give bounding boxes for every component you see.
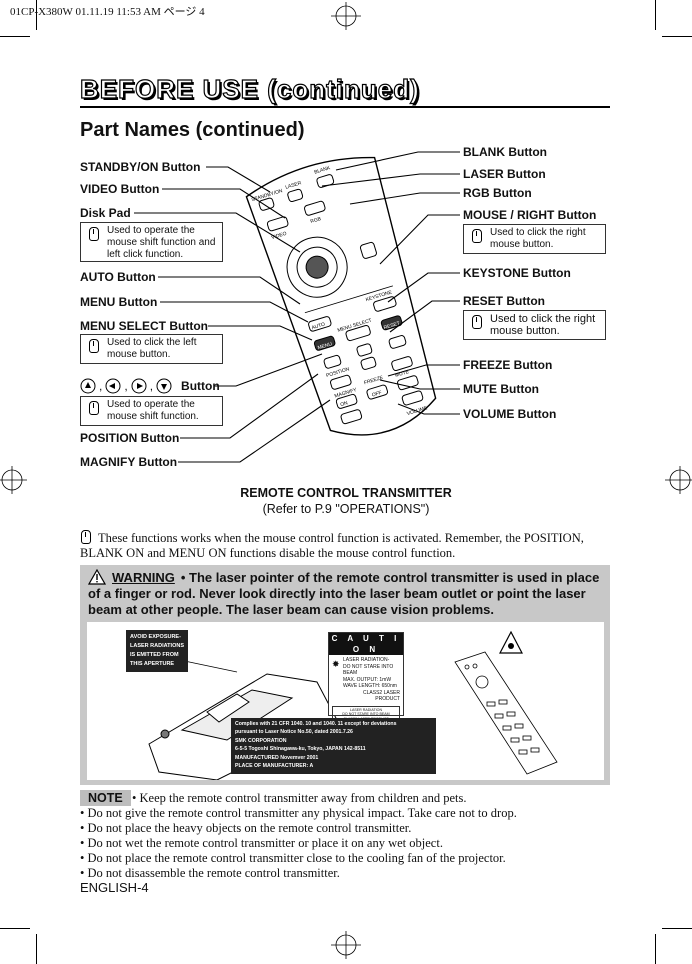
magnify-label: MAGNIFY Button — [80, 455, 178, 469]
mouse-right-label: MOUSE / RIGHT Button — [463, 208, 597, 222]
caution-line-1: LASER RADIATION- — [343, 657, 390, 663]
compliance-line: MANUFACTURED Novemver 2001 — [235, 754, 319, 761]
arrow-button-text: Button — [181, 379, 220, 393]
rgb-label: RGB Button — [463, 186, 532, 200]
reset-note-text: Used to click the right mouse button. — [490, 313, 596, 337]
mouse-right-note: Used to click the right mouse button. — [463, 224, 606, 254]
reset-note: Used to click the right mouse button. — [463, 310, 606, 340]
warning-triangle-icon — [87, 568, 107, 585]
title-rule — [80, 106, 610, 108]
note-first-line: • Keep the remote control transmitter aw… — [132, 791, 467, 805]
left-arrow-icon — [105, 378, 121, 394]
menu-select-note-text: Used to click the left mouse button. — [107, 337, 197, 360]
caution-line-5: CLASS2 LASER PRODUCT — [363, 689, 400, 703]
disk-pad-note: Used to operate the mouse shift function… — [80, 222, 223, 262]
mouse-icon — [81, 530, 91, 544]
key-reset: RESET — [383, 321, 401, 332]
caution-small-line: LASER RADIATION — [349, 707, 383, 712]
note-tag: NOTE — [80, 790, 131, 806]
freeze-label: FREEZE Button — [463, 358, 553, 372]
avoid-exposure-label: AVOID EXPOSURE- LASER RADIATIONS IS EMIT… — [126, 630, 188, 672]
note-bullet: • Do not place the heavy objects on the … — [80, 821, 412, 835]
key-mute: MUTE — [394, 369, 410, 379]
key-off: OFF — [371, 390, 382, 399]
laser-label: LASER Button — [463, 167, 546, 181]
arrow-note: Used to operate the mouse shift function… — [80, 396, 223, 426]
section-title: BEFORE USE (continued) — [79, 73, 420, 104]
arrow-note-text: Used to operate the mouse shift function… — [107, 399, 199, 422]
disk-pad-note-text: Used to operate the mouse shift function… — [107, 225, 216, 260]
right-arrow-icon — [131, 378, 147, 394]
mouse-right-note-text: Used to click the right mouse button. — [490, 227, 586, 250]
caution-line-3: MAX. OUTPUT: 1mW — [343, 676, 392, 683]
laser-burst-icon: ✸ — [332, 659, 340, 669]
mouse-note-paragraph: These functions works when the mouse con… — [80, 530, 610, 561]
mouse-icon — [89, 401, 99, 415]
disk-pad-label: Disk Pad — [80, 206, 131, 220]
note-bullet: • Do not disassemble the remote control … — [80, 866, 340, 880]
mouse-note-text: These functions works when the mouse con… — [80, 531, 584, 560]
menu-select-label: MENU SELECT Button — [80, 319, 208, 333]
mouse-icon — [89, 339, 99, 353]
arrow-buttons-label: , , , Button — [80, 378, 220, 394]
mouse-icon — [89, 227, 99, 241]
compliance-label: Complies with 21 CFR 1040. 10 and 1040. … — [231, 718, 436, 774]
blank-label: BLANK Button — [463, 145, 547, 159]
key-blank: BLANK — [314, 165, 332, 176]
key-menu: MENU — [317, 341, 333, 351]
warning-message: • The laser pointer of the remote contro… — [88, 570, 600, 617]
mute-label: MUTE Button — [463, 382, 539, 396]
standby-on-label: STANDBY/ON Button — [80, 160, 201, 174]
compliance-line: pursuant to Laser Notice No.50, dated 20… — [235, 729, 353, 736]
key-video: VIDEO — [271, 231, 288, 241]
mouse-icon — [472, 229, 482, 243]
reset-label: RESET Button — [463, 294, 545, 308]
compliance-line: PLACE OF MANUFACTURER: A — [235, 763, 314, 770]
key-on: ON — [340, 400, 349, 408]
position-label: POSITION Button — [80, 431, 180, 445]
page-header: 01CP-X380W 01.11.19 11:53 AM ページ 4 — [10, 6, 205, 18]
caution-line-4: WAVE LENGTH: 650nm — [343, 683, 397, 689]
auto-label: AUTO Button — [80, 270, 156, 284]
menu-select-note: Used to click the left mouse button. — [80, 334, 223, 364]
warning-text-block: WARNING• The laser pointer of the remote… — [87, 568, 606, 618]
caution-label: C A U T I O N ✸ LASER RADIATION- DO NOT … — [328, 632, 404, 738]
keystone-label: KEYSTONE Button — [463, 266, 571, 280]
remote-caption-ref: (Refer to P.9 "OPERATIONS") — [262, 502, 430, 516]
caution-title: C A U T I O N — [329, 633, 403, 655]
down-arrow-icon — [156, 378, 172, 394]
compliance-line: Complies with 21 CFR 1040. 10 and 1040. … — [235, 721, 397, 727]
key-freeze: FREEZE — [363, 375, 384, 387]
volume-label: VOLUME Button — [463, 407, 557, 421]
warning-label: WARNING — [112, 570, 175, 585]
sub-title: Part Names (continued) — [80, 119, 305, 141]
menu-label: MENU Button — [80, 295, 158, 309]
key-auto: AUTO — [311, 321, 326, 331]
key-laser: LASER — [285, 180, 303, 191]
caution-small-line: DO NOT STARE INTO BEAM — [342, 712, 390, 717]
note-bullet: • Do not give the remote control transmi… — [80, 806, 517, 820]
mouse-icon — [472, 315, 482, 329]
video-label: VIDEO Button — [80, 182, 160, 196]
remote-caption: REMOTE CONTROL TRANSMITTER — [240, 486, 452, 500]
up-arrow-icon — [80, 378, 96, 394]
key-rgb: RGB — [310, 216, 323, 225]
note-bullet: • Do not wet the remote control transmit… — [80, 836, 443, 850]
page-footer: ENGLISH-4 — [80, 880, 149, 895]
compliance-line: 6-5-5 Togoshi Shinagawa-ku, Tokyo, JAPAN… — [235, 746, 366, 753]
note-bullet: • Do not place the remote control transm… — [80, 851, 506, 865]
compliance-line: SMK CORPORATION — [235, 737, 287, 744]
remote-control-illustration: STANDBY/ON LASER BLANK VIDEO RGB AUTO KE… — [134, 151, 460, 463]
caution-line-2: DO NOT STARE INTO BEAM — [343, 663, 394, 677]
